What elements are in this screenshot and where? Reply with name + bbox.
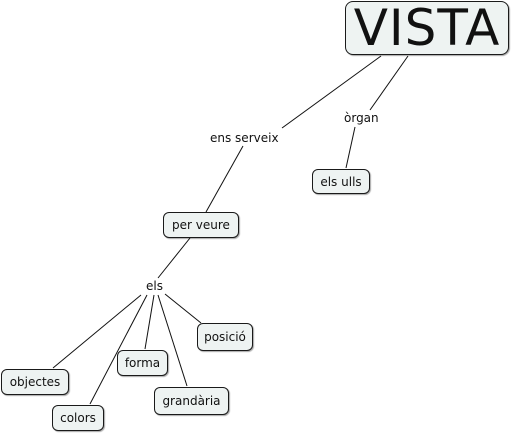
edge-organ-els-ulls	[345, 126, 356, 169]
node-objectes[interactable]: objectes	[1, 369, 69, 395]
edge-els-forma	[144, 294, 155, 350]
link-ens-serveix: ens serveix	[208, 131, 281, 145]
edge-els-objectes	[52, 294, 142, 369]
node-per-veure[interactable]: per veure	[163, 212, 239, 238]
node-forma[interactable]: forma	[117, 350, 168, 376]
node-colors[interactable]: colors	[52, 405, 104, 431]
edge-vista-organ	[369, 55, 409, 111]
edge-els-grandaria	[157, 294, 188, 387]
node-els-ulls[interactable]: els ulls	[312, 169, 370, 194]
edge-ens-serveix-per-veure	[205, 145, 244, 213]
node-grandaria[interactable]: grandària	[154, 387, 229, 415]
node-posicio[interactable]: posició	[197, 323, 253, 351]
edge-vista-ens-serveix	[281, 55, 382, 129]
edge-els-colors	[89, 294, 148, 405]
edge-per-veure-els	[157, 237, 191, 279]
node-vista[interactable]: VISTA	[345, 0, 509, 57]
link-organ: òrgan	[342, 111, 381, 125]
edge-els-posicio	[164, 293, 202, 324]
link-els: els	[144, 279, 165, 293]
